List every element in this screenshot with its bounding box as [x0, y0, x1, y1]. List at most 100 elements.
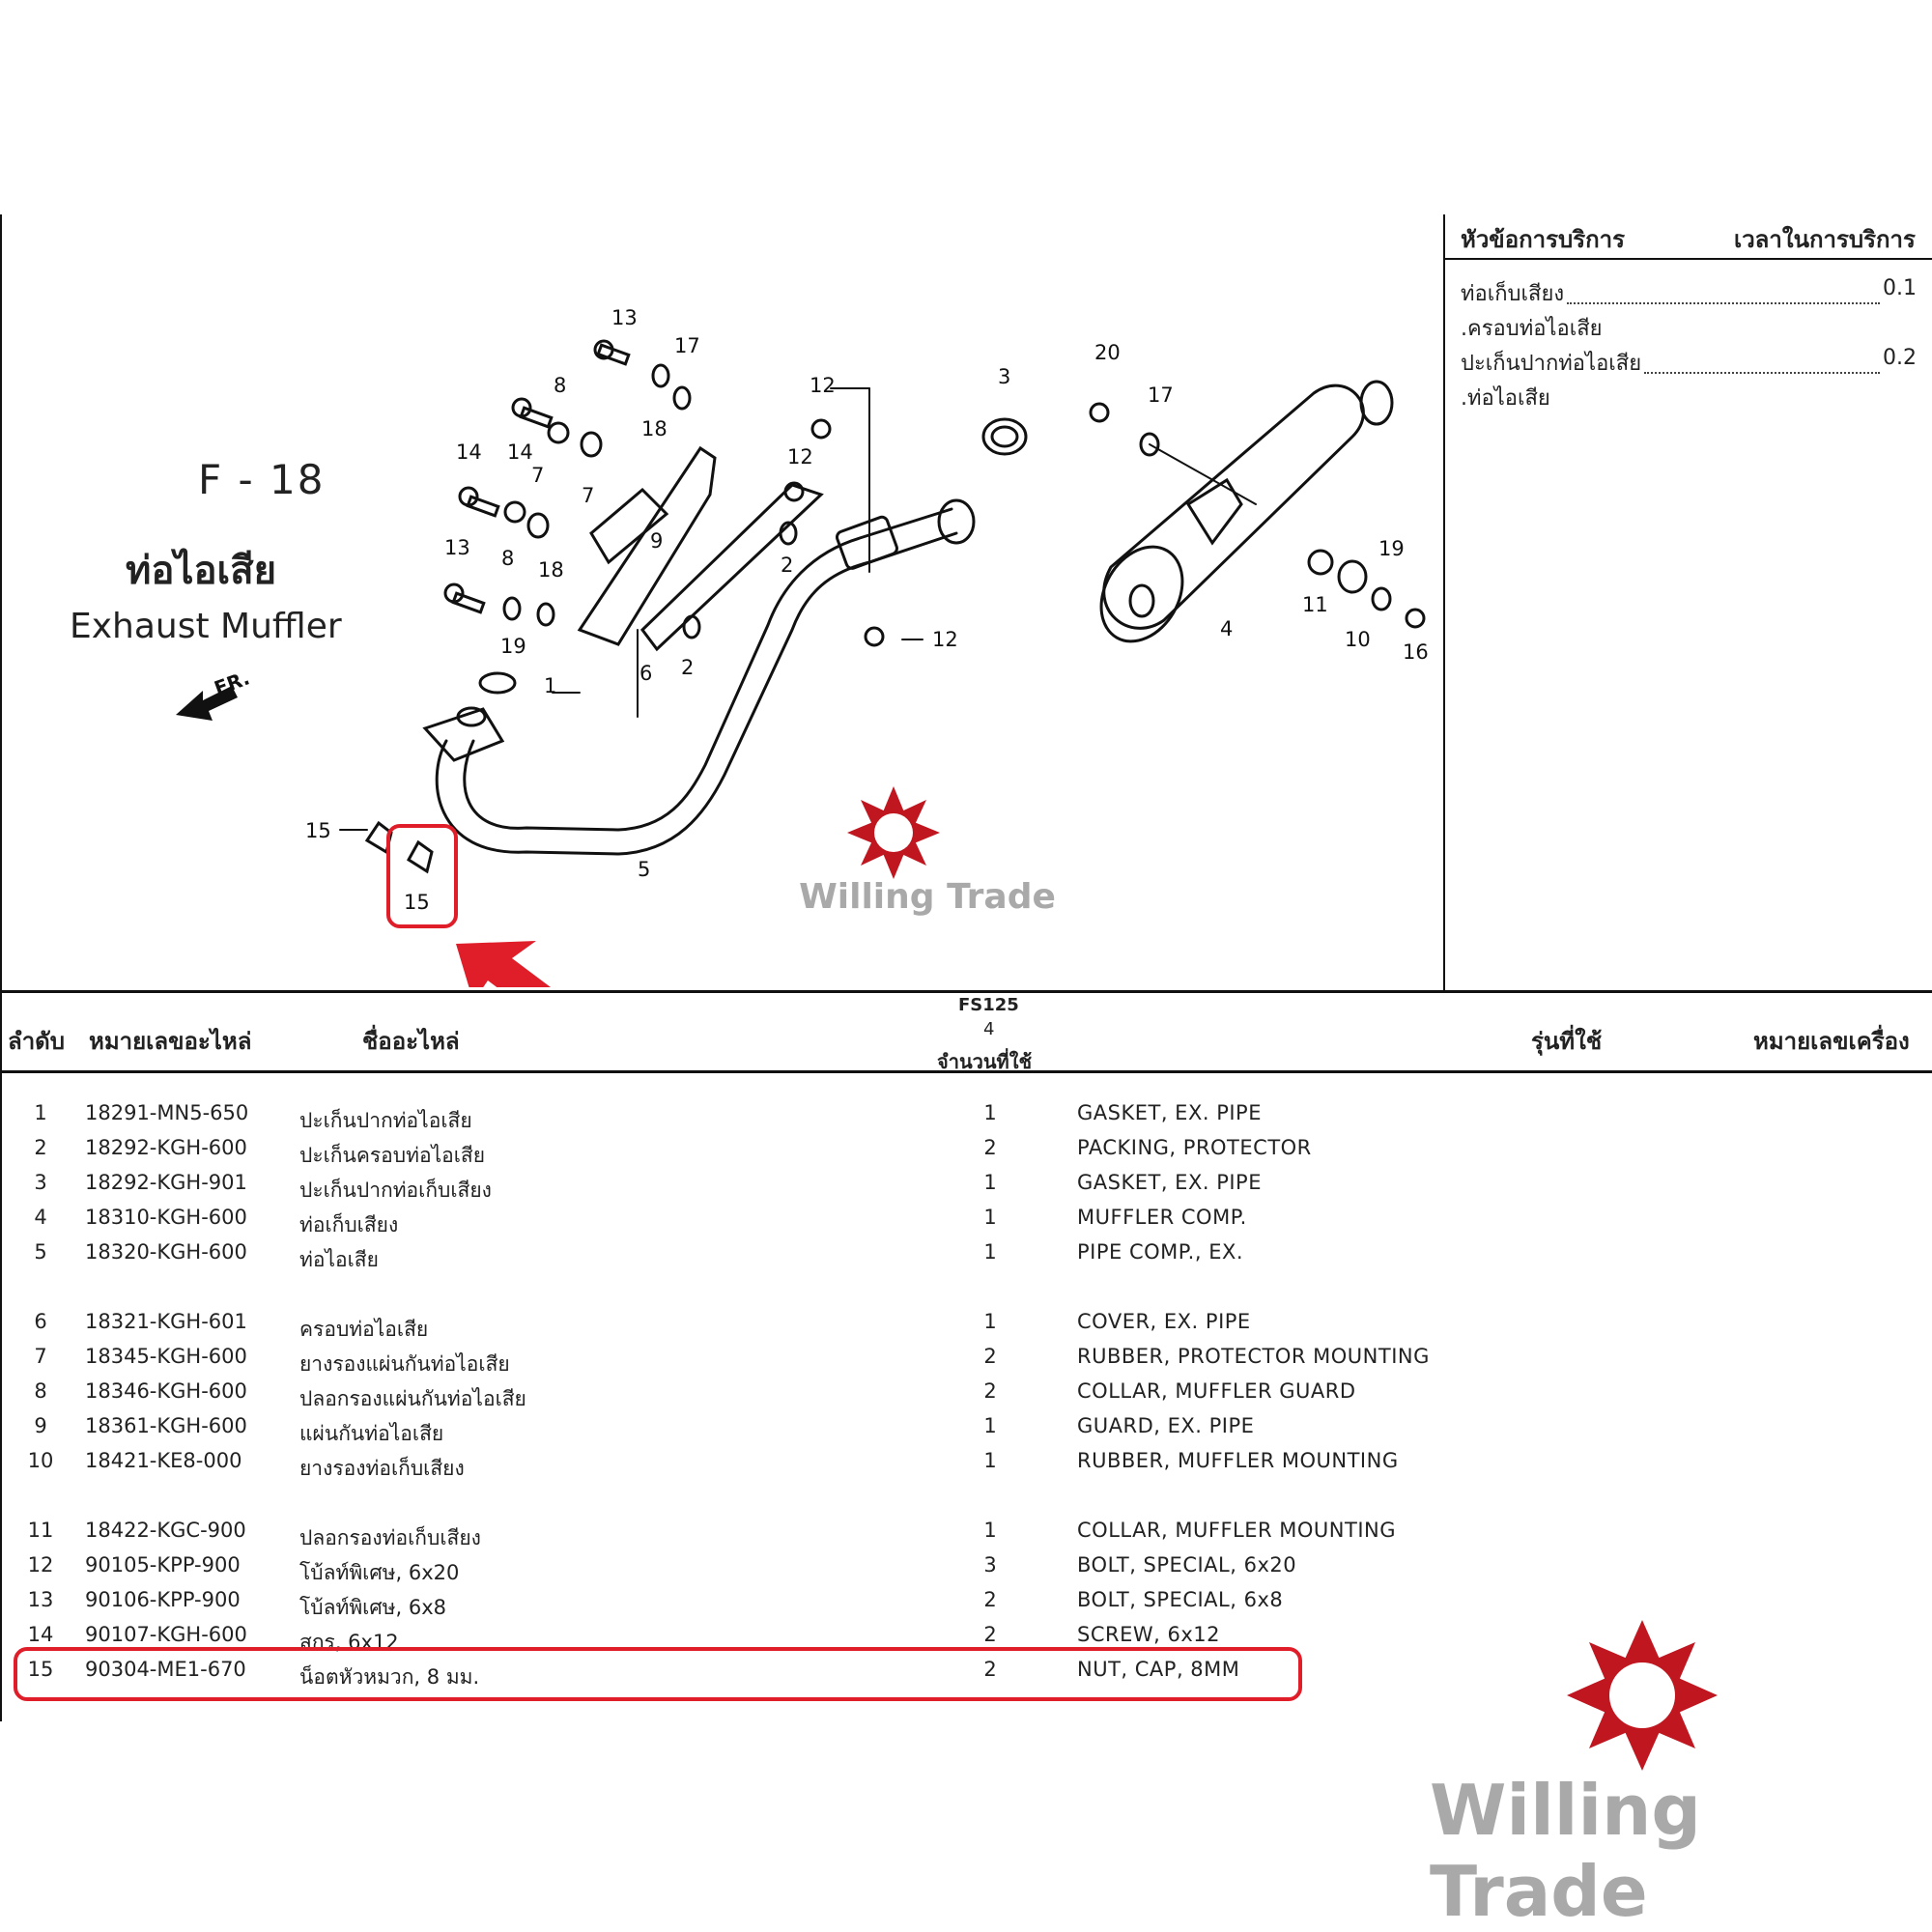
cell-name-english: COLLAR, MUFFLER GUARD	[1077, 1379, 1356, 1403]
cell-name-thai-text: ท่อไอเสีย	[299, 1248, 379, 1271]
cell-qty: 2	[983, 1588, 997, 1611]
cell-name-english: BOLT, SPECIAL, 6x20	[1077, 1553, 1297, 1577]
col-header-applicable: รุ่นที่ใช้	[1531, 1028, 1603, 1055]
cell-no: 2	[34, 1136, 47, 1159]
cell-part-no: 90107-KGH-600	[85, 1623, 247, 1646]
callout: 20	[1094, 341, 1121, 364]
bolt-group	[443, 339, 1426, 647]
highlight-part-15	[386, 824, 458, 928]
cell-part-no: 18345-KGH-600	[85, 1345, 247, 1368]
col-header-model: FS125	[958, 995, 1019, 1015]
callout: 13	[444, 536, 470, 559]
cell-part-no: 90106-KPP-900	[85, 1588, 241, 1611]
front-direction-arrow: FR.	[176, 666, 253, 721]
cell-name-english: COLLAR, MUFFLER MOUNTING	[1077, 1519, 1396, 1542]
highlight-row-15	[14, 1647, 1302, 1701]
figure-title-english: Exhaust Muffler	[70, 607, 342, 646]
service-row-name: .ท่อไอเสีย	[1461, 386, 1550, 411]
cell-no: 5	[34, 1240, 47, 1264]
callout: 12	[932, 628, 958, 651]
cell-name-thai-text: โบ้ลท์พิเศษ, 6x20	[299, 1561, 460, 1584]
cell-name-english: PIPE COMP., EX.	[1077, 1240, 1244, 1264]
cell-part-no: 18291-MN5-650	[85, 1101, 249, 1124]
cell-no: 8	[34, 1379, 47, 1403]
cell-part-no: 18321-KGH-601	[85, 1310, 247, 1333]
callout: 17	[674, 334, 700, 357]
cell-part-no: 18320-KGH-600	[85, 1240, 247, 1264]
exhaust-pipe-inner	[463, 507, 953, 832]
cell-part-no: 18310-KGH-600	[85, 1206, 247, 1229]
pipe-bracket	[835, 515, 898, 570]
cell-qty: 1	[983, 1310, 997, 1333]
cell-no: 13	[27, 1588, 54, 1611]
cell-qty: 1	[983, 1414, 997, 1437]
service-header-item: หัวข้อการบริการ	[1461, 226, 1626, 253]
diagram-watermark	[847, 786, 940, 879]
service-row-name: ปะเก็นปากท่อไอเสีย	[1461, 352, 1642, 376]
cell-no: 3	[34, 1171, 47, 1194]
callout: 6	[639, 662, 652, 685]
exploded-parts-diagram: FR. 13 17 8 18 12 3 20 17 14 14 7 7 12 1…	[176, 306, 1429, 987]
callout: 7	[582, 484, 594, 507]
cell-name-thai-text: ปะเก็นปากท่อไอเสีย	[299, 1109, 472, 1132]
cell-name-thai-text: โบ้ลท์พิเศษ, 6x8	[299, 1596, 447, 1619]
cell-name-english: PACKING, PROTECTOR	[1077, 1136, 1312, 1159]
cell-name-english: GASKET, EX. PIPE	[1077, 1171, 1262, 1194]
cell-part-no: 18361-KGH-600	[85, 1414, 247, 1437]
diagram-divider	[1443, 214, 1445, 992]
col-header-engine-no: หมายเลขเครื่อง	[1753, 1028, 1910, 1055]
table-row: 5 18320-KGH-600 ท่อไอเสีย 1 PIPE COMP., EX.	[0, 1236, 1449, 1271]
cell-qty: 1	[983, 1206, 997, 1229]
col-header-name: ชื่ออะไหล่	[362, 1028, 460, 1055]
pipe-cover	[640, 483, 824, 652]
service-row: .ครอบท่อไอเสีย	[1461, 311, 1917, 345]
callout: 19	[1378, 537, 1405, 560]
callout-labels: 13 17 8 18 12 3 20 17 14 14 7 7 12 13 8 …	[305, 306, 1429, 914]
col-header-part-no: หมายเลขอะไหล่	[89, 1028, 252, 1055]
leader-dots	[1567, 276, 1880, 304]
cell-name-thai-text: ปลอกรองท่อเก็บเสียง	[299, 1526, 481, 1549]
figure-code: F - 18	[198, 456, 326, 503]
muffler-guard	[577, 445, 717, 646]
callout: 15	[404, 891, 430, 914]
callout: 18	[538, 558, 564, 582]
cell-name-english: GASKET, EX. PIPE	[1077, 1101, 1262, 1124]
table-header-rule	[0, 1070, 1932, 1073]
callout: 4	[1220, 617, 1233, 640]
cell-qty: 2	[983, 1345, 997, 1368]
cell-no: 7	[34, 1345, 47, 1368]
cell-name-thai-text: น็อตหัวหมวก, 8 มม.	[299, 1665, 480, 1689]
callout: 3	[998, 365, 1010, 388]
cell-qty: 1	[983, 1240, 997, 1264]
service-row-name: ท่อเก็บเสียง	[1461, 282, 1565, 306]
callout: 12	[787, 445, 813, 469]
cell-qty: 2	[983, 1136, 997, 1159]
callout: 11	[1302, 593, 1328, 616]
table-row: 7 18345-KGH-600 ยางรองแผ่นกันท่อไอเสีย 2 RUB…	[0, 1341, 1449, 1376]
cell-no: 9	[34, 1414, 47, 1437]
front-label: FR.	[212, 666, 253, 699]
exhaust-pipe	[435, 531, 958, 856]
cell-qty: 2	[983, 1379, 997, 1403]
service-row-time: 0.2	[1883, 346, 1917, 370]
cell-name-thai-text: ยางรองแผ่นกันท่อไอเสีย	[299, 1352, 510, 1376]
service-row: .ท่อไอเสีย	[1461, 381, 1917, 414]
service-header-time: เวลาในการบริการ	[1734, 226, 1916, 253]
diagram-watermark-text: Willing Trade	[799, 877, 1056, 917]
cell-no: 14	[27, 1623, 54, 1646]
cell-name-english: RUBBER, PROTECTOR MOUNTING	[1077, 1345, 1430, 1368]
cell-no: 12	[27, 1553, 54, 1577]
col-header-model-sub: 4	[983, 1019, 995, 1039]
callout: 8	[554, 374, 566, 397]
cell-name-english: RUBBER, MUFFLER MOUNTING	[1077, 1449, 1399, 1472]
cell-name-thai-text: ท่อเก็บเสียง	[299, 1213, 399, 1236]
cell-name-english: NUT, CAP, 8MM	[1077, 1658, 1240, 1681]
cell-qty: 1	[983, 1449, 997, 1472]
